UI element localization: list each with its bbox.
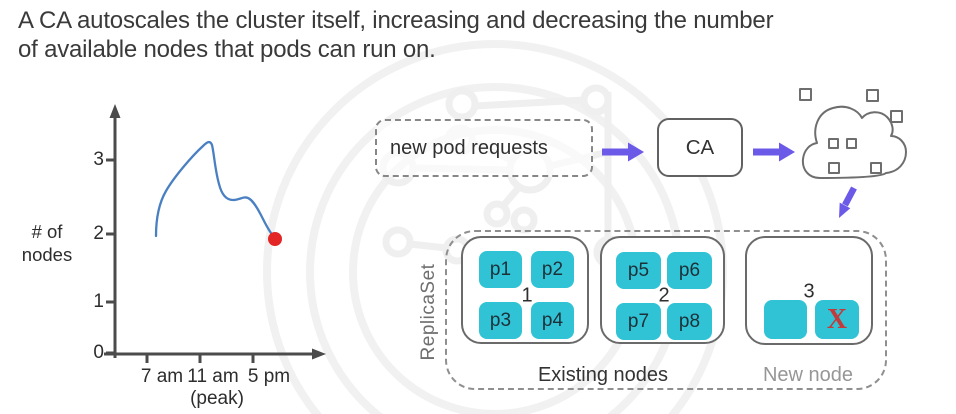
title-line-2: of available nodes that pods can run on. — [18, 36, 436, 63]
x-tick-label: 5 pm — [247, 366, 291, 387]
y-axis-label: # of nodes — [21, 221, 73, 265]
pod: p2 — [531, 251, 574, 288]
node-2: p5 p6 p7 p8 2 — [600, 236, 725, 344]
title-line-1: A CA autoscales the cluster itself, incr… — [18, 7, 774, 34]
y-tick-label: 1 — [93, 291, 104, 312]
node-3-new: X 3 — [745, 236, 873, 345]
new-pod-requests-box: new pod requests — [375, 119, 593, 177]
ca-label: CA — [685, 135, 715, 159]
node-number: 3 — [803, 280, 815, 303]
x-tick-label: 7 am — [140, 366, 184, 387]
pod-empty — [764, 300, 807, 339]
node-number: 2 — [658, 284, 670, 307]
node-1: p1 p2 p3 p4 1 — [461, 236, 589, 344]
y-tick-label: 2 — [93, 223, 104, 244]
y-tick-label: 3 — [93, 149, 104, 170]
pod: p4 — [531, 302, 574, 339]
cluster-autoscaler-box: CA — [657, 118, 743, 177]
x-tick-label: 11 am — [187, 366, 239, 387]
pod: p6 — [667, 252, 712, 289]
pod: p3 — [479, 302, 522, 339]
new-node-label: New node — [762, 364, 854, 386]
replicaset-label: ReplicaSet — [418, 263, 439, 361]
pod: p7 — [616, 303, 661, 340]
pod: p8 — [667, 303, 712, 340]
x-axis-peak-note: (peak) — [190, 388, 244, 409]
pod: p5 — [616, 252, 661, 289]
pod-removed: X — [815, 300, 859, 339]
node-number: 1 — [521, 284, 533, 307]
new-pod-requests-label: new pod requests — [390, 136, 548, 159]
y-tick-label: 0 — [93, 342, 104, 363]
pod: p1 — [479, 251, 522, 288]
page-title: A CA autoscales the cluster itself, incr… — [18, 6, 774, 64]
x-mark-icon: X — [826, 303, 848, 335]
